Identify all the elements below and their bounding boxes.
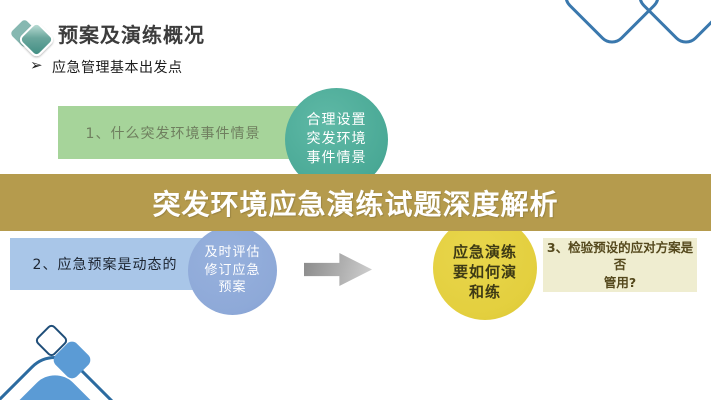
step3-bar-line: 管用? — [603, 274, 637, 290]
step2-circle-line: 修订应急 — [204, 262, 261, 278]
step2-circle-line: 及时评估 — [204, 245, 261, 261]
title-banner-text: 突发环境应急演练试题深度解析 — [152, 187, 559, 221]
step1-circle-line: 事件情景 — [306, 149, 367, 166]
step3-bar: 3、检验预设的应对方案是否 管用? — [543, 238, 697, 292]
step1-bar-label: 1、什么突发环境事件情景 — [85, 125, 261, 142]
step1-circle-line: 突发环境 — [306, 131, 367, 148]
bullet-arrow-icon: ➢ — [30, 56, 43, 74]
step1-bar: 1、什么突发环境事件情景 — [58, 106, 310, 159]
top-right-outline-diamond-icon — [632, 0, 711, 50]
step1-circle: 合理设置 突发环境 事件情景 — [285, 88, 388, 191]
step3-circle: 应急演练 要如何演 和练 — [433, 216, 537, 320]
step2-circle: 及时评估 修订应急 预案 — [188, 226, 277, 315]
step3-circle-line: 要如何演 — [452, 262, 517, 281]
title-banner: 突发环境应急演练试题深度解析 — [0, 174, 711, 231]
step2-bar-label: 2、应急预案是动态的 — [32, 257, 178, 273]
bullet-text: 应急管理基本出发点 — [52, 60, 183, 76]
step3-bar-line: 3、检验预设的应对方案是否 — [546, 239, 694, 273]
right-arrow-icon — [304, 253, 372, 286]
step3-circle-line: 应急演练 — [452, 242, 517, 261]
step1-circle-line: 合理设置 — [306, 112, 367, 129]
step2-circle-line: 预案 — [218, 280, 247, 296]
page-title: 预案及演练概况 — [58, 23, 205, 47]
step3-circle-line: 和练 — [468, 283, 501, 302]
